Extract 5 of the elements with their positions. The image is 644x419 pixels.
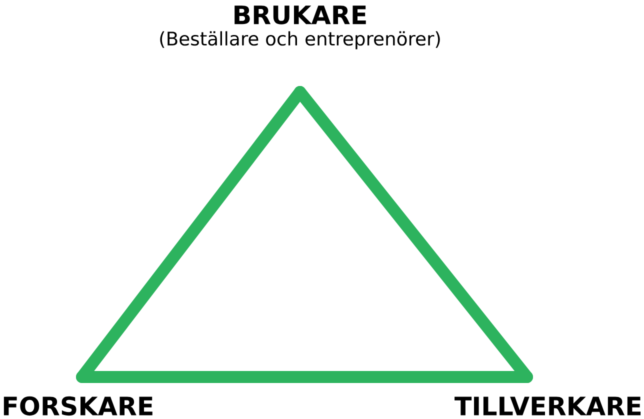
triangle-side [76,371,533,383]
triangle-side [294,86,533,383]
actor-label: FORSKARE [4,396,152,416]
actor-label: BRUKARE (Beställare och entreprenörer) [160,6,440,50]
actor-label: TILLVERKARE [454,396,641,416]
